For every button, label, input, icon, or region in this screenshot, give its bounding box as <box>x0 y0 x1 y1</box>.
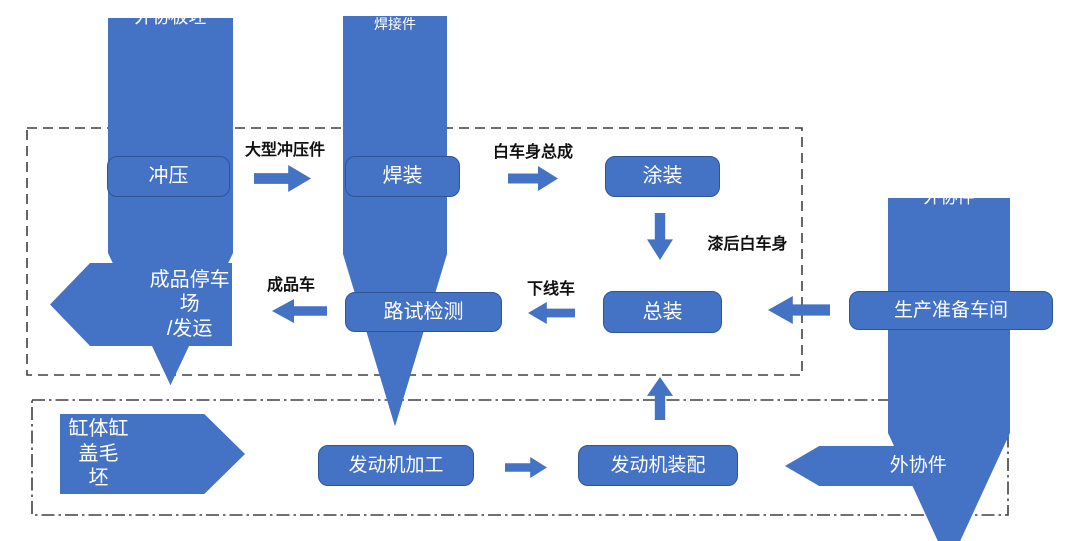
node-final-assembly-label: 总装 <box>642 300 683 323</box>
node-external-parts-main: 外协件 <box>888 198 1010 541</box>
edge-label-painted-body: 漆后白车身 <box>707 236 788 253</box>
edge-label-large-stamped-parts: 大型冲压件 <box>244 142 325 159</box>
node-engine-machining-label: 发动机加工 <box>348 454 444 476</box>
node-painting: 涂装 <box>605 156 720 197</box>
node-external-slab-label: 外协板坯 <box>134 7 207 28</box>
arrow-welding-to-painting <box>508 166 558 191</box>
node-external-parts-engine: 外协件 <box>785 446 965 486</box>
node-external-parts-main-label: 外协件 <box>923 187 975 207</box>
node-finished-parking-shipping-label: 成品停车场 /发运 <box>149 268 230 340</box>
edge-label-finished-vehicle: 成品车 <box>266 277 315 294</box>
node-external-stamping-welding-parts-label: 外协冲压件、 焊接件 <box>353 0 437 32</box>
node-external-stamping-welding-parts: 外协冲压件、 焊接件 <box>343 16 447 427</box>
node-external-parts-engine-label: 外协件 <box>889 455 947 477</box>
arrow-machining-to-engineassembly <box>505 457 547 478</box>
arrow-engineassembly-to-assembly <box>647 377 673 420</box>
arrow-stamping-to-welding <box>254 165 311 192</box>
node-production-prep-workshop: 生产准备车间 <box>849 291 1053 330</box>
edge-label-body-in-white: 白车身总成 <box>492 144 573 161</box>
node-cylinder-block-head-blank-label: 缸体缸盖毛 坯 <box>68 418 129 490</box>
node-road-test-label: 路试检测 <box>383 300 464 323</box>
node-welding-label: 焊装 <box>382 165 423 188</box>
node-engine-assembly: 发动机装配 <box>578 445 738 486</box>
node-road-test: 路试检测 <box>345 292 502 332</box>
node-final-assembly: 总装 <box>603 291 722 333</box>
node-production-prep-workshop-label: 生产准备车间 <box>893 299 1008 321</box>
node-stamping-label: 冲压 <box>148 165 189 188</box>
node-finished-parking-shipping: 成品停车场 /发运 <box>50 263 232 346</box>
arrow-painting-to-assembly <box>647 213 673 260</box>
node-welding: 焊装 <box>345 156 460 197</box>
arrow-roadtest-to-finishedlot <box>272 299 327 323</box>
arrow-assembly-to-roadtest <box>528 302 575 324</box>
node-painting-label: 涂装 <box>642 165 683 188</box>
edge-label-offline-vehicle: 下线车 <box>526 281 575 298</box>
node-stamping: 冲压 <box>107 156 230 197</box>
node-engine-machining: 发动机加工 <box>318 445 474 486</box>
node-engine-assembly-label: 发动机装配 <box>610 454 706 476</box>
node-cylinder-block-head-blank: 缸体缸盖毛 坯 <box>60 414 245 494</box>
arrow-prep-to-assembly <box>768 296 830 324</box>
